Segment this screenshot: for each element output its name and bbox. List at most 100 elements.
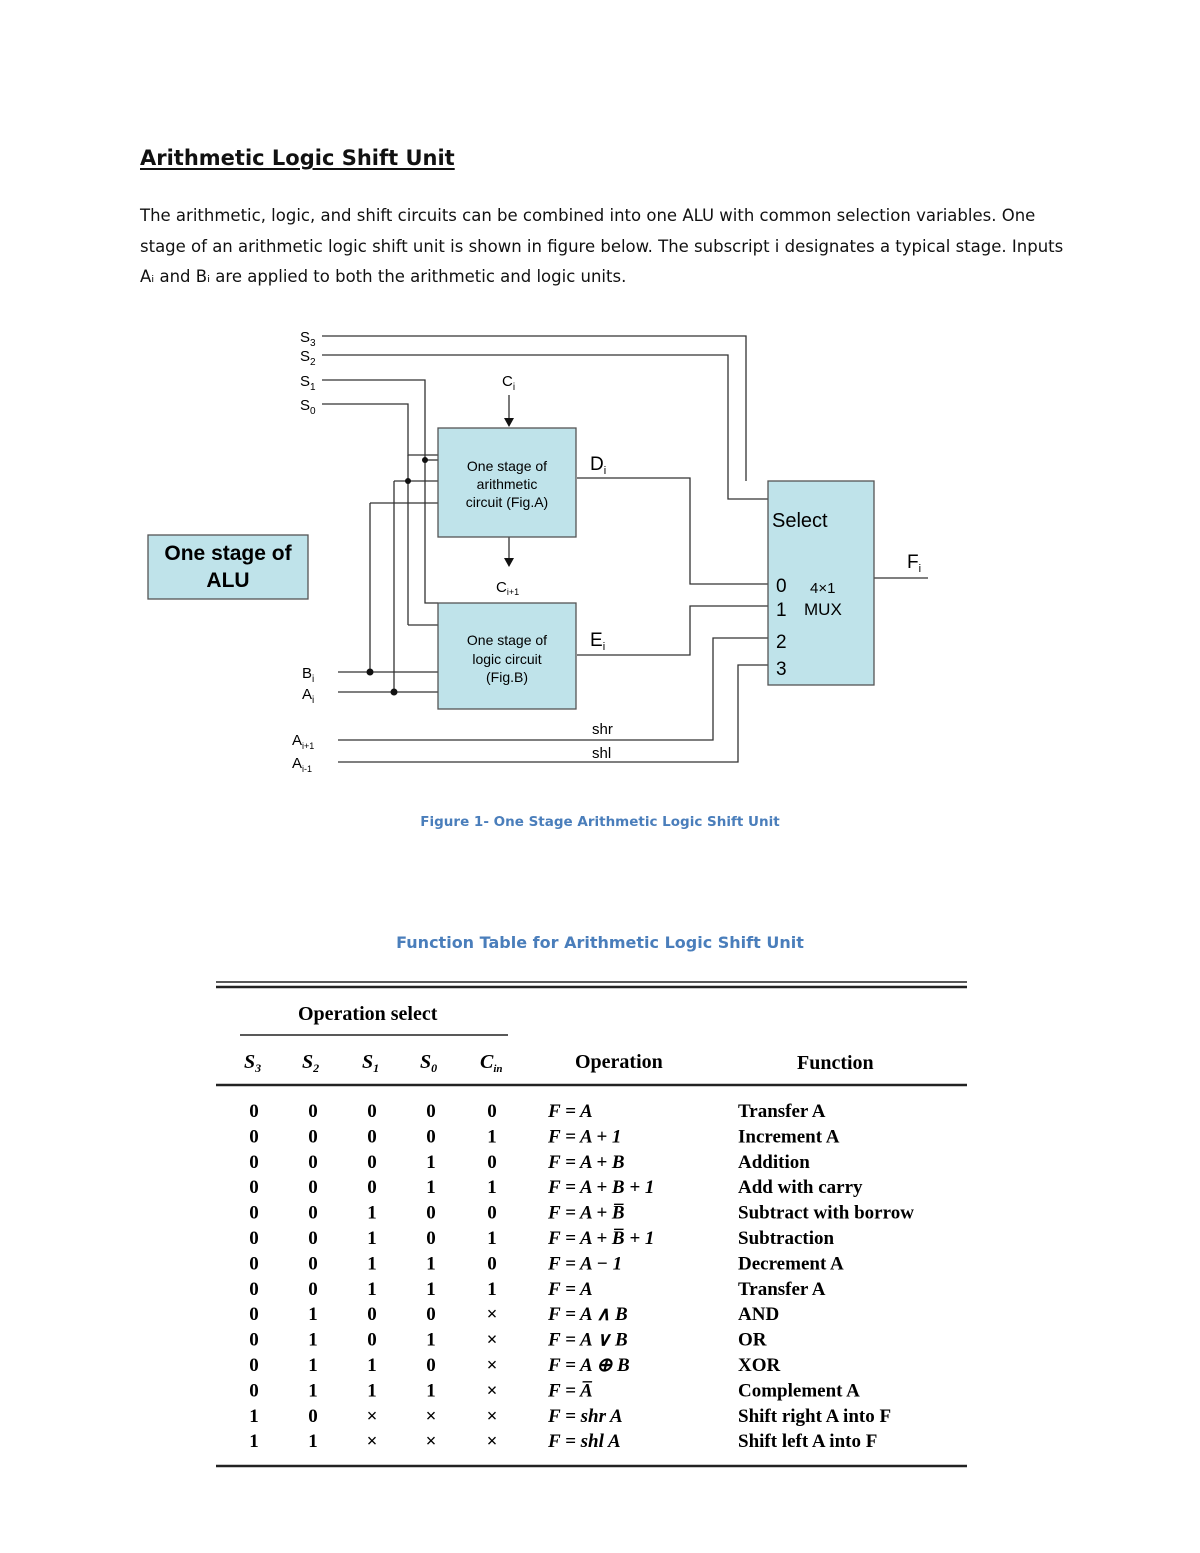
- table-cell-fn: Add with carry: [738, 1177, 863, 1198]
- table-cell-op: F = A: [547, 1279, 593, 1300]
- table-cell-s3: 0: [249, 1330, 259, 1351]
- table-cell-s3: 0: [249, 1152, 259, 1173]
- select-line-s3: S3: [300, 329, 316, 349]
- f-output-label: Fi: [907, 552, 921, 575]
- table-cell-s2: 0: [308, 1279, 318, 1300]
- mux-input-0: 0: [776, 576, 787, 597]
- table-cell-cin: 0: [487, 1101, 497, 1122]
- table-cell-s0: ×: [426, 1431, 437, 1452]
- table-cell-op: F = A ∧ B: [547, 1304, 628, 1325]
- table-cell-s3: 0: [249, 1101, 259, 1122]
- table-cell-cin: ×: [487, 1431, 498, 1452]
- table-cell-op: F = A̅: [547, 1380, 593, 1401]
- table-cell-s0: 1: [426, 1152, 436, 1173]
- mux-input-1: 1: [776, 600, 787, 621]
- table-cell-s0: ×: [426, 1406, 437, 1427]
- table-cell-s3: 1: [249, 1406, 259, 1427]
- table-cell-op: F = A + B̅ + 1: [547, 1228, 654, 1249]
- table-cell-s1: 0: [367, 1101, 377, 1122]
- alu-label-line2: ALU: [206, 569, 249, 592]
- table-cell-s2: 1: [308, 1355, 318, 1376]
- select-line-s2: S2: [300, 348, 316, 368]
- operation-header: Operation: [575, 1051, 663, 1073]
- d-output-label: Di: [590, 454, 606, 477]
- mux-type-line1: 4×1: [810, 580, 835, 597]
- shl-label: shl: [592, 745, 611, 762]
- table-cell-s3: 0: [249, 1126, 259, 1147]
- logic-box-line1: One stage of: [467, 632, 547, 648]
- mux-type-line2: MUX: [804, 600, 842, 619]
- table-cell-cin: ×: [487, 1355, 498, 1376]
- input-ai-label: Ai: [302, 686, 314, 706]
- table-cell-s1: 1: [367, 1380, 377, 1401]
- table-cell-fn: Complement A: [738, 1380, 860, 1401]
- table-cell-cin: 1: [487, 1177, 497, 1198]
- table-cell-fn: Subtract with borrow: [738, 1203, 914, 1224]
- table-cell-fn: XOR: [738, 1355, 781, 1376]
- table-cell-cin: 1: [487, 1126, 497, 1147]
- table-cell-cin: 1: [487, 1228, 497, 1249]
- table-cell-s2: 0: [308, 1253, 318, 1274]
- table-cell-s2: 1: [308, 1431, 318, 1452]
- table-cell-op: F = A: [547, 1101, 593, 1122]
- table-cell-s0: 1: [426, 1279, 436, 1300]
- table-cell-s0: 0: [426, 1126, 436, 1147]
- table-cell-s2: 1: [308, 1380, 318, 1401]
- header-cin: Cin: [480, 1051, 503, 1075]
- e-output-label: Ei: [590, 630, 605, 653]
- table-cell-op: F = A ⊕ B: [547, 1355, 630, 1376]
- table-cell-s2: 0: [308, 1203, 318, 1224]
- table-cell-s1: 0: [367, 1126, 377, 1147]
- arith-box-line1: One stage of: [467, 458, 547, 474]
- table-cell-op: F = A + B + 1: [547, 1177, 654, 1198]
- select-line-s1: S1: [300, 373, 316, 393]
- table-cell-op: F = shr A: [547, 1406, 623, 1427]
- table-cell-fn: AND: [738, 1304, 779, 1325]
- table-cell-op: F = shl A: [547, 1431, 621, 1452]
- table-cell-fn: Shift right A into F: [738, 1406, 891, 1427]
- header-s0: S0: [420, 1051, 437, 1075]
- table-cell-s1: 0: [367, 1330, 377, 1351]
- header-s1: S1: [362, 1051, 379, 1075]
- table-cell-cin: 0: [487, 1203, 497, 1224]
- table-cell-cin: ×: [487, 1380, 498, 1401]
- table-cell-cin: 0: [487, 1253, 497, 1274]
- table-cell-s3: 0: [249, 1203, 259, 1224]
- carry-out-label: Ci+1: [496, 579, 519, 597]
- table-cell-s0: 0: [426, 1203, 436, 1224]
- table-cell-fn: Decrement A: [738, 1253, 844, 1274]
- table-cell-s0: 0: [426, 1101, 436, 1122]
- arith-box-line2: arithmetic: [477, 476, 538, 492]
- table-cell-fn: OR: [738, 1330, 767, 1351]
- mux-input-3: 3: [776, 659, 787, 680]
- page-title: Arithmetic Logic Shift Unit: [140, 146, 455, 170]
- input-ai-minus-1-label: Ai-1: [292, 755, 312, 774]
- table-cell-s1: 1: [367, 1279, 377, 1300]
- table-cell-s1: ×: [367, 1406, 378, 1427]
- table-cell-s1: 0: [367, 1177, 377, 1198]
- header-s2: S2: [302, 1051, 319, 1075]
- table-cell-s3: 0: [249, 1228, 259, 1249]
- table-cell-cin: 1: [487, 1279, 497, 1300]
- table-cell-s2: 0: [308, 1228, 318, 1249]
- table-cell-s3: 1: [249, 1431, 259, 1452]
- table-cell-s0: 1: [426, 1177, 436, 1198]
- shr-label: shr: [592, 721, 613, 738]
- table-cell-s1: 0: [367, 1304, 377, 1325]
- table-cell-fn: Addition: [738, 1152, 810, 1173]
- table-cell-s2: 0: [308, 1152, 318, 1173]
- table-cell-s3: 0: [249, 1355, 259, 1376]
- operation-select-header: Operation select: [298, 1003, 438, 1025]
- header-s3: S3: [244, 1051, 261, 1075]
